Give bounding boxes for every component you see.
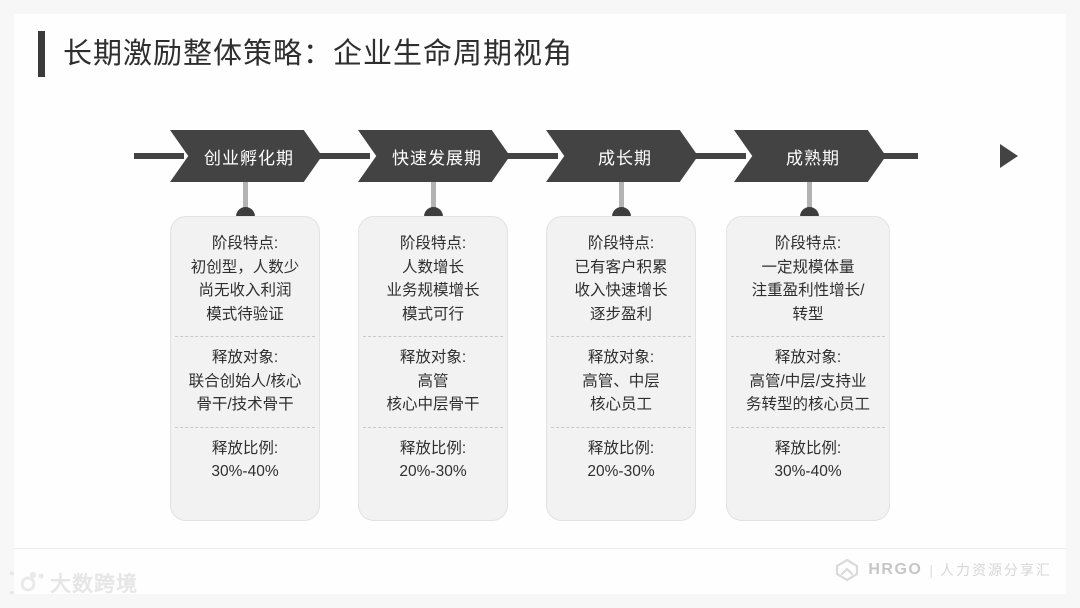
connector-line-1 [431, 182, 436, 216]
page-title: 长期激励整体策略：企业生命周期视角 [38, 28, 573, 80]
timeline-segment-0 [134, 153, 184, 159]
timeline-stage-2[interactable]: 成长期 [546, 130, 698, 182]
timeline: 创业孵化期 快速发展期 成长期 成熟期 [0, 130, 1080, 182]
section-heading: 阶段特点: [587, 235, 655, 252]
footer-brand: HRGO | 人力资源分享汇 [835, 556, 1052, 584]
section-heading: 释放比例: [774, 439, 842, 457]
card-section-targets: 释放对象: 高管/中层/支持业 务转型的核心员工 [731, 336, 885, 427]
connector-line-2 [619, 182, 624, 216]
brand-divider: | [929, 562, 933, 578]
section-heading: 阶段特点: [399, 235, 467, 252]
title-accent-bar [38, 31, 45, 77]
section-line: 模式待验证 [206, 305, 284, 323]
title-text: 长期激励整体策略：企业生命周期视角 [63, 37, 574, 70]
section-heading: 释放对象: [587, 349, 655, 367]
section-line: 业务规模增长 [386, 282, 480, 300]
section-line: 20%-30% [587, 463, 655, 481]
section-line: 模式可行 [401, 305, 464, 323]
card-section-characteristics: 阶段特点: 人数增长 业务规模增长 模式可行 [363, 223, 503, 336]
section-line: 核心员工 [589, 396, 652, 414]
watermark: 大数跨境 [10, 567, 138, 599]
section-line: 人数增长 [401, 258, 464, 276]
section-line: 尚无收入利润 [198, 282, 292, 300]
card-section-targets: 释放对象: 联合创始人/核心 骨干/技术骨干 [175, 336, 315, 427]
section-line: 已有客户积累 [574, 258, 668, 276]
timeline-segment-4 [878, 153, 918, 159]
section-line: 联合创始人/核心 [188, 372, 302, 390]
card-section-targets: 释放对象: 高管 核心中层骨干 [363, 336, 503, 427]
brand-name: HRGO [868, 561, 923, 578]
timeline-stage-label: 成熟期 [786, 148, 840, 168]
section-line: 30%-40% [211, 463, 279, 481]
footer-divider [14, 548, 1066, 549]
card-section-characteristics: 阶段特点: 一定规模体量 注重盈利性增长/ 转型 [731, 223, 885, 336]
card-section-ratio: 释放比例: 30%-40% [731, 426, 885, 494]
section-heading: 阶段特点: [774, 235, 842, 252]
section-heading: 释放对象: [211, 349, 279, 367]
circle-logo-icon [10, 571, 44, 595]
shield-logo-icon [836, 558, 859, 582]
card-section-characteristics: 阶段特点: 已有客户积累 收入快速增长 逐步盈利 [551, 223, 691, 336]
section-line: 高管、中层 [582, 372, 660, 390]
section-line: 一定规模体量 [761, 258, 855, 276]
section-heading: 释放比例: [211, 439, 279, 457]
timeline-segment-1 [314, 153, 370, 159]
section-line: 30%-40% [774, 463, 842, 481]
connector-line-3 [807, 182, 812, 216]
card-section-ratio: 释放比例: 30%-40% [175, 426, 315, 494]
section-heading: 阶段特点: [211, 235, 279, 252]
timeline-stage-label: 快速发展期 [392, 148, 482, 168]
arrow-right-icon [1000, 144, 1018, 168]
section-line: 逐步盈利 [589, 305, 652, 323]
card-section-characteristics: 阶段特点: 初创型，人数少 尚无收入利润 模式待验证 [175, 223, 315, 336]
section-heading: 释放比例: [587, 439, 655, 457]
section-line: 转型 [792, 305, 824, 323]
timeline-segment-3 [690, 153, 746, 159]
section-heading: 释放对象: [399, 349, 467, 367]
card-section-ratio: 释放比例: 20%-30% [363, 426, 503, 494]
section-line: 高管 [417, 372, 449, 390]
section-line: 核心中层骨干 [386, 396, 480, 414]
section-line: 初创型，人数少 [190, 258, 300, 276]
stage-card-2[interactable]: 阶段特点: 已有客户积累 收入快速增长 逐步盈利 释放对象: 高管、中层 核心员… [546, 216, 696, 521]
timeline-stage-0[interactable]: 创业孵化期 [170, 130, 322, 182]
connector-line-0 [243, 182, 248, 216]
timeline-stage-label: 创业孵化期 [204, 148, 294, 168]
section-heading: 释放对象: [774, 349, 842, 367]
section-line: 高管/中层/支持业 [749, 372, 867, 390]
card-section-ratio: 释放比例: 20%-30% [551, 426, 691, 494]
timeline-stage-1[interactable]: 快速发展期 [358, 130, 510, 182]
timeline-stage-label: 成长期 [598, 148, 652, 168]
section-line: 骨干/技术骨干 [196, 396, 294, 414]
section-line: 务转型的核心员工 [745, 396, 870, 414]
section-heading: 释放比例: [399, 439, 467, 457]
card-section-targets: 释放对象: 高管、中层 核心员工 [551, 336, 691, 427]
brand-tagline: 人力资源分享汇 [940, 562, 1052, 578]
timeline-segment-2 [502, 153, 558, 159]
timeline-stage-3[interactable]: 成熟期 [734, 130, 886, 182]
stage-card-3[interactable]: 阶段特点: 一定规模体量 注重盈利性增长/ 转型 释放对象: 高管/中层/支持业… [726, 216, 890, 521]
section-line: 收入快速增长 [574, 282, 668, 300]
stage-card-1[interactable]: 阶段特点: 人数增长 业务规模增长 模式可行 释放对象: 高管 核心中层骨干 释… [358, 216, 508, 521]
section-line: 注重盈利性增长/ [751, 282, 865, 300]
stage-card-0[interactable]: 阶段特点: 初创型，人数少 尚无收入利润 模式待验证 释放对象: 联合创始人/核… [170, 216, 320, 521]
section-line: 20%-30% [399, 463, 467, 481]
watermark-text: 大数跨境 [50, 573, 138, 596]
